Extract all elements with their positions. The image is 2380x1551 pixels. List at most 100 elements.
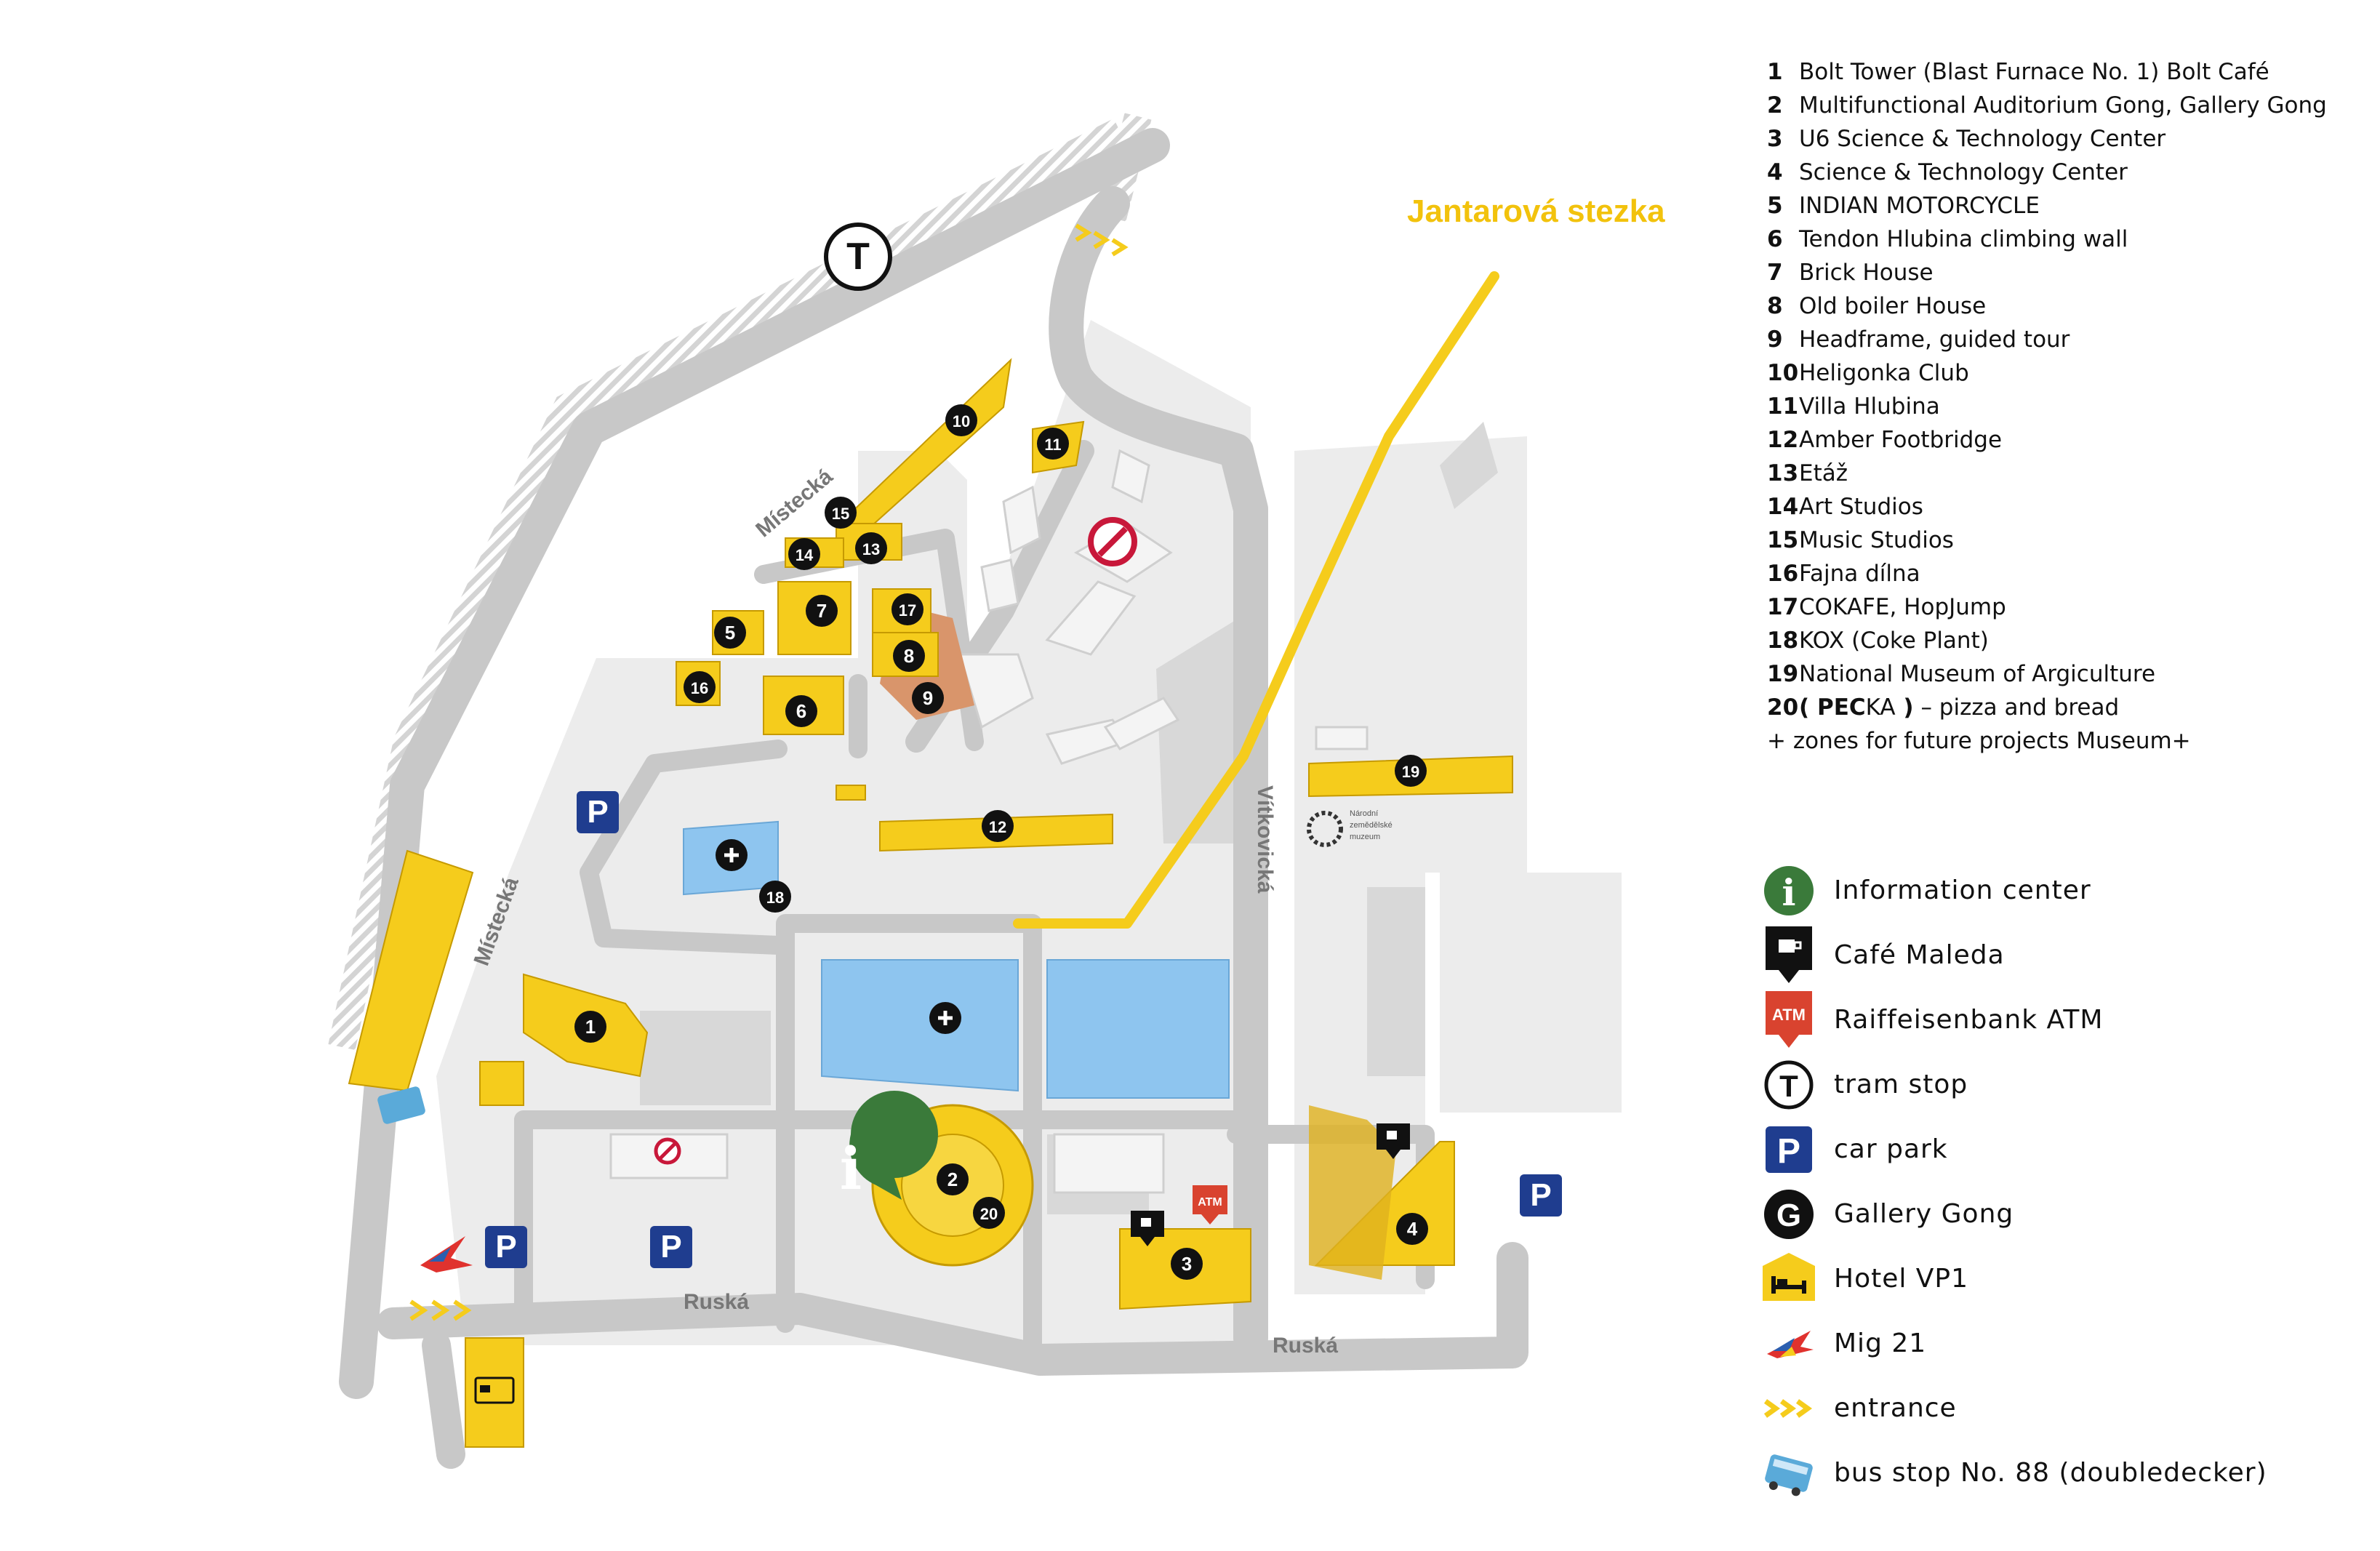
parking-marker[interactable]: P <box>485 1226 527 1268</box>
location-marker-circle <box>1395 755 1427 787</box>
location-marker-12[interactable]: 12 <box>982 810 1014 842</box>
location-marker-5[interactable]: 5 <box>714 617 746 649</box>
future-zones-note: + zones for future projects Museum+ <box>1767 728 2191 754</box>
location-name: Music Studios <box>1799 527 1954 553</box>
svg-text:zemědělské: zemědělské <box>1350 821 1393 830</box>
location-name: Bolt Tower (Blast Furnace No. 1) Bolt Ca… <box>1799 59 2269 85</box>
legend-label: Gallery Gong <box>1834 1199 2014 1229</box>
legend-label: bus stop No. 88 (doubledecker) <box>1834 1458 2267 1488</box>
hotel-marker[interactable] <box>474 1376 515 1404</box>
cafe-marker[interactable] <box>1377 1123 1410 1159</box>
location-marker-20[interactable]: 20 <box>973 1197 1005 1229</box>
mig21-marker[interactable] <box>420 1236 473 1273</box>
svg-text:ATM: ATM <box>1772 1006 1806 1024</box>
location-marker-9[interactable]: 9 <box>912 682 944 714</box>
location-marker-19[interactable]: 19 <box>1395 755 1427 787</box>
location-marker-number: 1 <box>585 1016 596 1038</box>
location-name: INDIAN MOTORCYCLE <box>1799 193 2040 219</box>
svg-text:Národní: Národní <box>1350 809 1378 818</box>
location-marker-number: 2 <box>947 1169 958 1190</box>
location-number: 5 <box>1767 193 1783 219</box>
location-marker-15[interactable]: 15 <box>825 497 857 529</box>
science-center-stripes <box>1309 1105 1396 1280</box>
location-marker-1[interactable]: 1 <box>574 1011 606 1043</box>
parking-marker[interactable]: P <box>1520 1174 1562 1217</box>
location-number: 12 <box>1767 427 1799 453</box>
pecka-bold: PEC <box>1816 694 1866 721</box>
legend-item-bus: bus stop No. 88 (doubledecker) <box>1760 1440 2371 1505</box>
location-number: 19 <box>1767 661 1799 687</box>
cafe-icon <box>1760 926 1818 985</box>
location-marker-number: 20 <box>980 1205 998 1223</box>
location-marker-number: 6 <box>796 700 806 722</box>
pecka-rest: KA <box>1865 694 1896 721</box>
location-marker-16[interactable]: 16 <box>684 671 716 703</box>
location-marker-3[interactable]: 3 <box>1171 1248 1203 1280</box>
location-number: 16 <box>1767 561 1799 587</box>
location-marker-8[interactable]: 8 <box>893 640 925 672</box>
information-center-marker[interactable]: i <box>840 1091 938 1203</box>
location-marker-14[interactable]: 14 <box>788 538 820 570</box>
location-marker-13[interactable]: 13 <box>855 532 887 564</box>
location-name: Art Studios <box>1799 494 1923 520</box>
location-number: 8 <box>1767 293 1783 319</box>
svg-text:ATM: ATM <box>1198 1196 1222 1209</box>
location-name: Headframe, guided tour <box>1799 326 2070 353</box>
entrance-icon <box>1760 1379 1818 1438</box>
location-name: Old boiler House <box>1799 293 1987 319</box>
pecka-close: ) <box>1895 694 1914 721</box>
bus-stop-marker[interactable] <box>377 1086 426 1125</box>
location-marker-circle <box>982 810 1014 842</box>
location-number: 20 <box>1767 694 1799 721</box>
location-marker-circle <box>937 1163 969 1195</box>
location-marker-18[interactable]: 18 <box>759 881 791 913</box>
location-marker-6[interactable]: 6 <box>785 695 817 727</box>
location-marker-10[interactable]: 10 <box>945 404 977 436</box>
plus-marker <box>929 1002 961 1034</box>
blue-buildings <box>683 820 1230 1099</box>
location-list-item: 5 INDIAN MOTORCYCLE <box>1767 189 2363 223</box>
tram-stop-marker[interactable]: T <box>824 223 892 291</box>
street-label-vitkovicka: Vítkovická <box>1253 785 1277 894</box>
location-marker-number: 13 <box>862 540 880 558</box>
location-name: Heligonka Club <box>1799 360 1969 386</box>
location-list-item: 8 Old boiler House <box>1767 289 2363 323</box>
location-marker-number: 14 <box>796 546 814 564</box>
location-number: 3 <box>1767 126 1783 152</box>
entrance-marker-north <box>1075 223 1129 257</box>
location-marker-number: 18 <box>766 889 784 907</box>
location-marker-17[interactable]: 17 <box>892 593 923 625</box>
location-name: U6 Science & Technology Center <box>1799 126 2166 152</box>
location-marker-4[interactable]: 4 <box>1396 1213 1428 1245</box>
legend-item-info: i Information center <box>1760 858 2371 923</box>
atm-icon: ATM <box>1760 990 1818 1049</box>
location-marker-circle <box>912 682 944 714</box>
parking-marker[interactable]: P <box>577 791 619 833</box>
svg-text:P: P <box>660 1229 681 1265</box>
parking-marker[interactable]: P <box>650 1226 692 1268</box>
area-map: Jantarová stezka <box>328 113 1665 1469</box>
pecka-open: ( <box>1799 694 1817 721</box>
location-marker-circle <box>785 695 817 727</box>
location-marker-circle <box>574 1011 606 1043</box>
location-marker-11[interactable]: 11 <box>1037 428 1069 460</box>
atm-marker[interactable]: ATM <box>1193 1185 1227 1225</box>
location-marker-number: 10 <box>953 412 970 430</box>
legend-label: tram stop <box>1834 1070 1968 1099</box>
legend-label: Hotel VP1 <box>1834 1264 1969 1294</box>
location-marker-number: 17 <box>899 601 916 620</box>
no-entry-marker <box>654 1137 681 1165</box>
location-number: 2 <box>1767 92 1783 119</box>
location-marker-number: 16 <box>691 679 708 697</box>
location-marker-2[interactable]: 2 <box>937 1163 969 1195</box>
location-marker-7[interactable]: 7 <box>806 595 838 627</box>
cafe-marker[interactable] <box>1131 1211 1164 1246</box>
location-name: Fajna dílna <box>1799 561 1920 587</box>
